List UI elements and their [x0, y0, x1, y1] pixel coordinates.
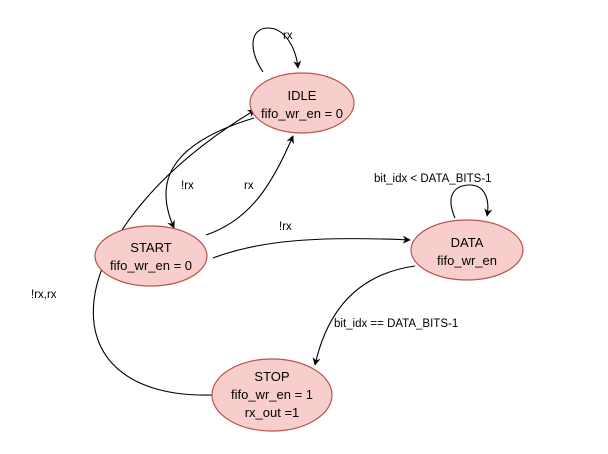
state-data: DATA fifo_wr_en — [410, 219, 524, 281]
state-data-line: fifo_wr_en — [437, 253, 497, 268]
state-start: START fifo_wr_en = 0 — [94, 225, 208, 287]
edge-idle-self — [252, 27, 302, 73]
edge-start-to-data — [212, 235, 411, 259]
label-data-self: bit_idx < DATA_BITS-1 — [374, 173, 492, 185]
state-idle-line: fifo_wr_en = 0 — [261, 106, 343, 121]
state-idle-name: IDLE — [288, 88, 317, 103]
edge-data-self — [450, 184, 493, 219]
state-idle: IDLE fifo_wr_en = 0 — [249, 72, 355, 134]
state-start-line: fifo_wr_en = 0 — [110, 258, 192, 273]
label-idle-to-start: !rx — [181, 180, 194, 192]
transitions — [92, 27, 493, 396]
label-data-to-stop: bit_idx == DATA_BITS-1 — [334, 318, 458, 330]
label-start-to-idle: rx — [244, 180, 254, 192]
edge-stop-to-idle — [92, 109, 256, 396]
state-stop-shape — [211, 358, 333, 432]
edge-data-to-stop — [312, 265, 416, 366]
transition-labels: rx !rx rx !rx bit_idx < DATA_BITS-1 bit_… — [31, 30, 492, 330]
label-idle-self: rx — [283, 30, 293, 42]
label-start-to-data: !rx — [279, 221, 292, 233]
state-start-name: START — [130, 240, 171, 255]
state-stop: STOP fifo_wr_en = 1 rx_out =1 — [211, 358, 333, 432]
state-stop-name: STOP — [254, 369, 289, 384]
edge-start-to-idle — [205, 135, 294, 236]
state-start-shape — [94, 225, 208, 287]
edge-idle-to-start — [165, 117, 255, 229]
state-data-name: DATA — [451, 235, 484, 250]
state-idle-shape — [249, 72, 355, 134]
state-stop-line-2: rx_out =1 — [245, 405, 300, 420]
state-data-shape — [410, 219, 524, 281]
state-stop-line-1: fifo_wr_en = 1 — [231, 387, 313, 402]
label-stop-to-idle: !rx,rx — [31, 289, 57, 301]
